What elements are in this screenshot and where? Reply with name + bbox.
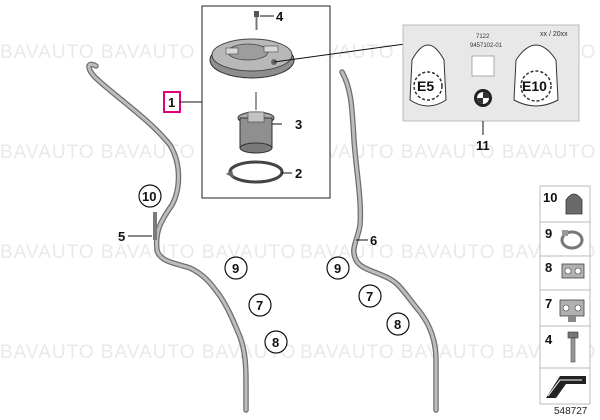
legend-number-7: 7 [545, 296, 552, 311]
watermark-row-2b: BAVAUTO BAVAUTO BAVAUTO [300, 142, 596, 163]
fuel-label-sticker: E5 E10 7122 9457102-01 xx / 20xx 11 [402, 24, 580, 153]
sticker-leader-line [273, 43, 406, 63]
bmw-logo-icon [474, 89, 492, 107]
watermark-row-4: BAVAUTO BAVAUTO BAVAUTO [0, 342, 296, 363]
filler-cap-detail-box: 4 3 2 [201, 5, 331, 199]
hose-clamp-icon [560, 230, 584, 250]
callout-10-ring [138, 184, 162, 208]
arrow-icon [546, 376, 586, 398]
legend-frame [539, 185, 591, 405]
legend-row-10[interactable]: 10 [543, 190, 583, 215]
callout-9-left: 9 [232, 261, 239, 276]
legend-row-arrow[interactable] [546, 376, 586, 398]
left-hose-callouts: 10 5 9 7 8 [118, 184, 288, 354]
fuel-e5-label: E5 [417, 78, 434, 94]
callout-11: 11 [476, 138, 490, 153]
filler-cap-part [209, 38, 295, 79]
bolt-part [254, 11, 259, 30]
callout-5: 5 [118, 229, 125, 244]
legend-number-4: 4 [545, 332, 553, 347]
legend-row-9[interactable]: 9 [545, 226, 584, 250]
legend-row-8[interactable]: 8 [545, 260, 585, 279]
watermark-row-4b: BAVAUTO BAVAUTO BAVAUTO [300, 342, 596, 363]
pipe-holder-icon [559, 299, 585, 322]
watermark-row-3b: BAVAUTO BAVAUTO BAVAUTO [300, 242, 596, 263]
seal-ring-part [226, 160, 284, 184]
callout-3: 3 [295, 117, 302, 132]
callout-6: 6 [370, 233, 377, 248]
callout-1: 1 [168, 95, 175, 110]
callout-9-right: 9 [334, 261, 341, 276]
callout-7-left: 7 [256, 298, 263, 313]
legend-row-4[interactable]: 4 [545, 331, 579, 363]
sticker-part-number: 9457102-01 [470, 43, 503, 49]
callout-4: 4 [276, 9, 284, 24]
callout-1-group[interactable]: 1 [163, 91, 202, 113]
right-vent-hose [339, 69, 439, 413]
reference-number: 548727 [554, 406, 588, 417]
sticker-date: xx / 20xx [540, 31, 568, 38]
callout-7-right: 7 [366, 289, 373, 304]
callout-8-left: 8 [272, 335, 279, 350]
right-hose-fill [340, 70, 438, 412]
legend-number-10: 10 [543, 190, 557, 205]
sticker-blank-box [471, 55, 495, 77]
watermark: BAVAUTO BAVAUTO BAVAUTO BAVAUTO BAVAUTO … [0, 42, 596, 363]
callout-2: 2 [295, 166, 302, 181]
filler-sleeve-part [237, 92, 275, 154]
left-hose-fill [87, 63, 248, 412]
sticker-code: 7122 [476, 34, 490, 40]
right-hose-callouts: 6 9 7 8 [326, 233, 410, 336]
legend-number-8: 8 [545, 260, 552, 275]
detail-frame [201, 5, 331, 199]
legend-row-7[interactable]: 7 [545, 296, 585, 322]
callout-10: 10 [142, 189, 156, 204]
watermark-row-3: BAVAUTO BAVAUTO BAVAUTO [0, 242, 296, 263]
e5-ring [413, 71, 443, 101]
bolt-icon [567, 331, 579, 363]
rubber-cap-icon [565, 193, 583, 215]
fuel-e10-label: E10 [522, 78, 547, 94]
e10-ring [520, 70, 552, 102]
left-vent-hose [86, 61, 249, 413]
parts-legend: 10 9 8 7 [539, 185, 591, 405]
double-clip-icon [561, 263, 585, 279]
legend-number-9: 9 [545, 226, 552, 241]
callout-8-right: 8 [394, 317, 401, 332]
